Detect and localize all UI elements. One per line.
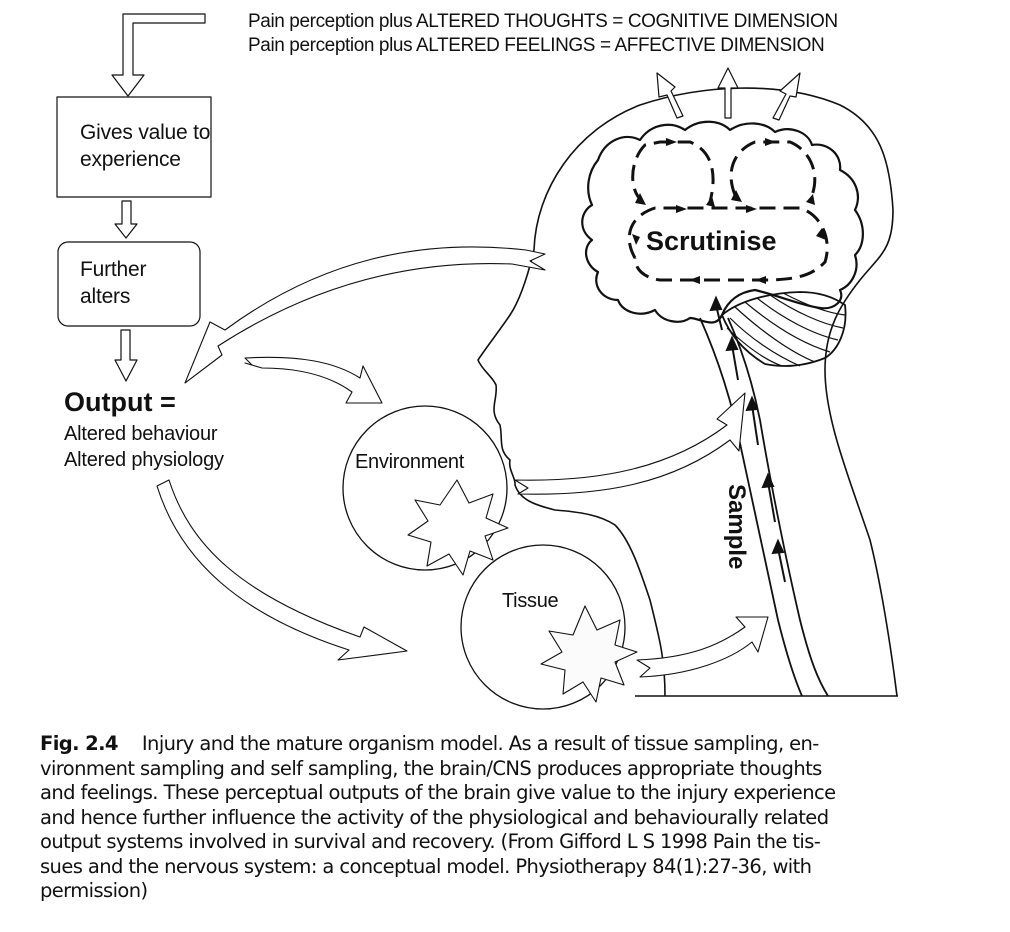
top-entry-arrow bbox=[111, 13, 206, 97]
spine-sample-arrows bbox=[709, 295, 786, 583]
cerebellum-hatching bbox=[726, 292, 846, 367]
arrow-brain-output bbox=[184, 246, 546, 384]
output-altered-physiology: Altered physiology bbox=[64, 449, 224, 471]
cerebellum bbox=[721, 291, 847, 367]
box-further-alters-line1: Further bbox=[80, 258, 147, 281]
sample-label: Sample bbox=[723, 484, 750, 570]
face-profile bbox=[477, 249, 666, 697]
head-outline bbox=[533, 87, 898, 697]
loop-right bbox=[729, 140, 817, 201]
box-further-alters-line2: alters bbox=[80, 285, 131, 308]
caption-line-7: permission) bbox=[40, 879, 148, 902]
box-gives-value bbox=[56, 96, 212, 198]
arrow-output-environment bbox=[244, 356, 383, 404]
box-gives-value-line1: Gives value to bbox=[80, 121, 211, 144]
tissue-label: Tissue bbox=[502, 590, 559, 612]
arrow-tissue-spine bbox=[636, 616, 769, 678]
figure-number: Fig. 2.4 bbox=[40, 732, 119, 755]
arrow-up-left bbox=[656, 72, 684, 119]
arrow-box2-to-output bbox=[114, 329, 138, 382]
caption-line-4: and hence further influence the activity… bbox=[40, 805, 829, 829]
tissue-circle bbox=[460, 544, 626, 710]
spinal-cord-right bbox=[727, 317, 829, 697]
arrow-up-right bbox=[772, 72, 801, 121]
output-title: Output = bbox=[64, 387, 176, 417]
caption-line-1: Fig. 2.4 Injury and the mature organism m… bbox=[40, 732, 819, 757]
environment-label: Environment bbox=[355, 451, 464, 473]
tissue-injury-star bbox=[540, 605, 638, 703]
caption-line-3: and feelings. These perceptual outputs o… bbox=[40, 781, 836, 804]
header-cognitive-dimension: Pain perception plus ALTERED THOUGHTS = … bbox=[248, 11, 838, 32]
scrutinise-label: Scrutinise bbox=[646, 226, 777, 256]
header-affective-dimension: Pain perception plus ALTERED FEELINGS = … bbox=[248, 35, 825, 56]
caption-text: Injury and the mature organism model. As… bbox=[141, 732, 819, 755]
diagram-canvas bbox=[56, 13, 898, 710]
arrow-environment-spine bbox=[514, 392, 746, 495]
caption-line-5: output systems involved in survival and … bbox=[40, 830, 821, 853]
brain-outline bbox=[581, 120, 864, 324]
mature-organism-diagram: Pain perception plus ALTERED THOUGHTS = … bbox=[56, 11, 898, 710]
output-altered-behaviour: Altered behaviour bbox=[64, 423, 218, 445]
arrow-box1-to-box2 bbox=[114, 200, 138, 239]
box-gives-value-line2: experience bbox=[80, 148, 181, 171]
environment-injury-star bbox=[407, 479, 509, 576]
loop-scrutinise bbox=[627, 206, 829, 282]
loop-left bbox=[631, 140, 715, 204]
brain-processing-loops bbox=[627, 140, 829, 282]
brain-arrowheads bbox=[632, 138, 826, 284]
caption-line-6: sues and the nervous system: a conceptua… bbox=[40, 854, 812, 878]
caption-line-2: vironment sampling and self sampling, th… bbox=[40, 756, 822, 780]
spinal-cord-left bbox=[699, 317, 803, 697]
box-further-alters bbox=[57, 241, 201, 327]
figure-caption: Fig. 2.4 Injury and the mature organism m… bbox=[40, 732, 836, 904]
arrow-up-center bbox=[717, 67, 739, 119]
arrow-output-tissue bbox=[156, 479, 408, 661]
output-arrows-top bbox=[656, 67, 801, 121]
